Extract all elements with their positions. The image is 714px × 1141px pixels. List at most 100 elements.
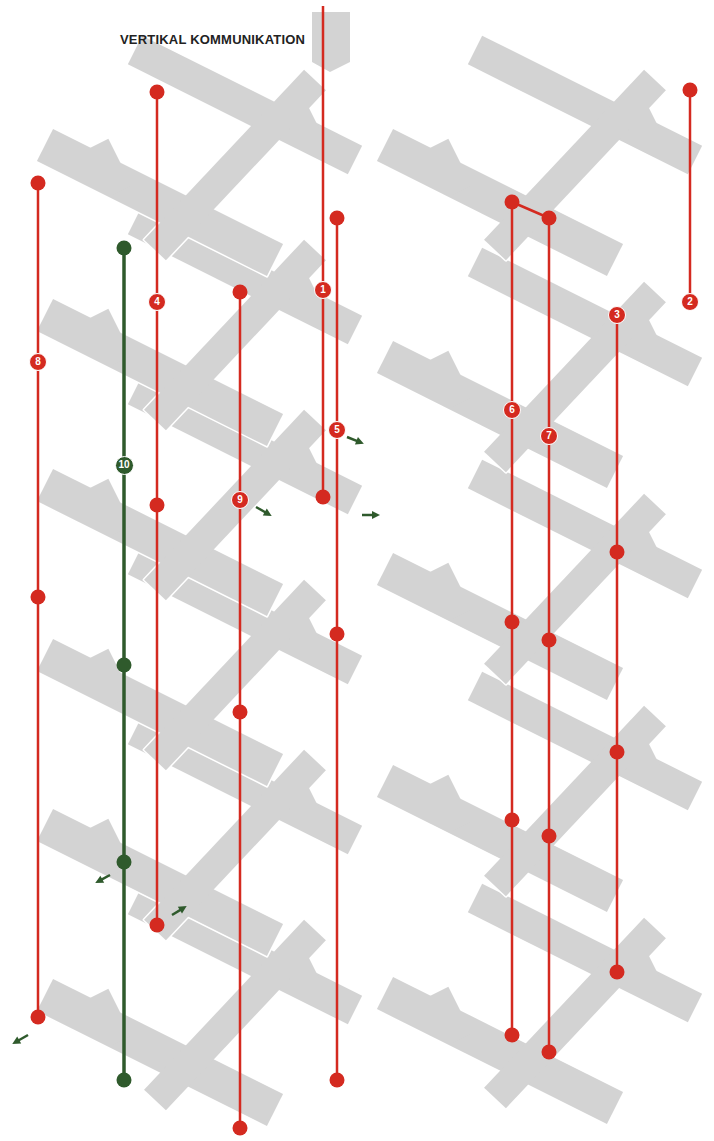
plate-fill	[428, 351, 471, 408]
plate-fill	[280, 940, 320, 989]
shaft-stop	[330, 627, 345, 642]
plate-fill	[620, 90, 660, 139]
plate-fill	[88, 139, 131, 196]
exit-arrow	[172, 906, 187, 915]
floor-plate	[377, 672, 702, 912]
shaft-stop	[330, 1073, 345, 1088]
plate-fill	[280, 770, 320, 819]
shaft-stop	[117, 658, 132, 673]
shaft-line	[336, 218, 339, 1080]
shaft-stop	[542, 211, 557, 226]
shaft-line	[689, 90, 692, 302]
exit-arrow-head	[178, 906, 187, 914]
shaft-stop	[505, 195, 520, 210]
plate-fill	[280, 90, 320, 139]
shaft-stop	[150, 918, 165, 933]
floor-plate	[377, 36, 702, 276]
shaft-stop	[542, 829, 557, 844]
floor-plate	[377, 884, 702, 1124]
shaft-stop	[117, 241, 132, 256]
plate-fill	[428, 139, 471, 196]
callout-number: 4	[148, 293, 166, 311]
shaft-stop	[117, 1073, 132, 1088]
exit-arrow-head	[12, 1037, 21, 1044]
callout-number: 1	[314, 281, 332, 299]
floor-plate	[377, 460, 702, 700]
shaft-stop	[316, 490, 331, 505]
shaft-line	[322, 6, 325, 497]
shafts	[31, 6, 698, 1136]
exit-arrow	[256, 507, 272, 516]
plate-fill	[428, 563, 471, 620]
plate-tower	[312, 12, 350, 72]
callout-text: 9	[237, 495, 243, 505]
floor-plates	[37, 36, 702, 1126]
shaft-stop	[542, 633, 557, 648]
shaft-stop	[505, 1028, 520, 1043]
exit-arrow-head	[372, 511, 380, 519]
callout-number: 3	[608, 306, 626, 324]
plate-fill	[280, 600, 320, 649]
plate-fill	[144, 920, 326, 1111]
shaft-stop	[505, 813, 520, 828]
plate-fill	[144, 750, 326, 941]
shaft-stop	[610, 965, 625, 980]
shaft-stop	[150, 498, 165, 513]
callout-text: 7	[546, 431, 552, 441]
shaft-stop	[117, 855, 132, 870]
shaft-stop	[542, 1045, 557, 1060]
shaft-stop	[31, 1010, 46, 1025]
callout-text: 10	[118, 460, 129, 470]
shaft-stop	[610, 745, 625, 760]
shaft-stop	[233, 285, 248, 300]
callout-text: 2	[687, 297, 693, 307]
plate-fill	[620, 514, 660, 563]
shaft-stop	[683, 83, 698, 98]
callout-text: 4	[154, 297, 160, 307]
exit-arrow	[362, 511, 380, 519]
callout-text: 5	[334, 425, 340, 435]
plate-fill	[144, 580, 326, 771]
plate-fill	[620, 938, 660, 987]
shaft-stop	[31, 176, 46, 191]
callout-number: 8	[29, 353, 47, 371]
plate-fill	[280, 260, 320, 309]
shaft-stop	[610, 545, 625, 560]
callout-number: 5	[328, 421, 346, 439]
callout-text: 1	[320, 285, 326, 295]
plate-fill	[620, 726, 660, 775]
shaft-stop	[233, 705, 248, 720]
plate-fill	[428, 775, 471, 832]
exit-arrow	[347, 437, 364, 444]
callout-text: 6	[509, 405, 515, 415]
plate-fill	[144, 240, 326, 431]
shaft-stop	[330, 211, 345, 226]
exit-arrow-head	[263, 509, 272, 516]
shaft-line	[616, 315, 619, 972]
plate-fill	[280, 430, 320, 479]
shaft-stop	[150, 85, 165, 100]
callout-number: 9	[231, 491, 249, 509]
exit-arrow-head	[355, 437, 364, 444]
callout-number: 7	[540, 427, 558, 445]
callout-number: 2	[681, 293, 699, 311]
exit-arrow	[95, 875, 110, 883]
diagram-title: VERTIKAL KOMMUNIKATION	[120, 32, 305, 47]
exit-arrow-head	[95, 876, 104, 883]
callout-text: 8	[35, 357, 41, 367]
plate-fill	[144, 70, 326, 261]
callout-number: 6	[503, 401, 521, 419]
floor-plate	[377, 248, 702, 488]
callout-text: 3	[614, 310, 620, 320]
exit-arrow	[12, 1035, 28, 1044]
floor-plate	[37, 36, 362, 276]
shaft-stop	[233, 1121, 248, 1136]
plate-fill	[620, 302, 660, 351]
callout-number: 10	[115, 456, 134, 475]
shaft-stop	[31, 590, 46, 605]
shaft-stop	[505, 615, 520, 630]
plate-fill	[428, 987, 471, 1044]
plate-fill	[144, 410, 326, 601]
